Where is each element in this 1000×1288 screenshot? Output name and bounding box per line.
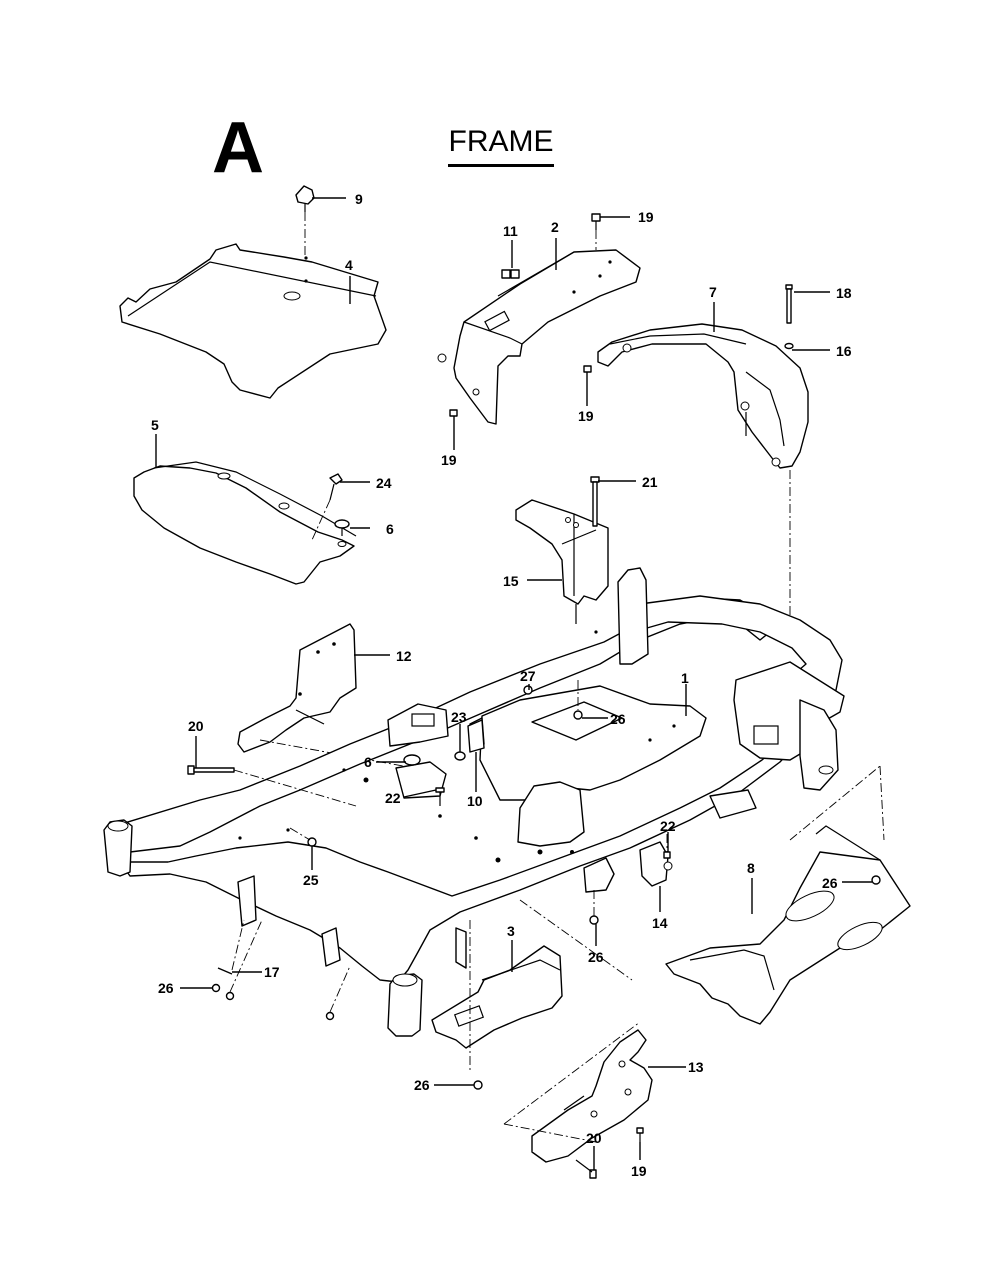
part-7-rops-hoop	[597, 323, 809, 469]
callout-26-mid: 26	[588, 949, 604, 965]
part-23-bumper	[454, 751, 466, 761]
callout-15: 15	[503, 573, 519, 589]
callout-2: 2	[551, 219, 559, 235]
callout-16: 16	[836, 343, 852, 359]
part-24-bolt	[311, 473, 343, 541]
part-4-floor-pan	[119, 243, 387, 399]
part-9-knob	[295, 185, 315, 256]
callout-19-mid: 19	[578, 408, 594, 424]
part-6-bumper-lower	[403, 754, 421, 766]
callout-6-lower: 6	[364, 754, 372, 770]
part-18-pin	[785, 284, 793, 324]
callout-20-lower: 20	[586, 1130, 602, 1146]
callout-24: 24	[376, 475, 392, 491]
callout-4: 4	[345, 257, 353, 273]
callout-13: 13	[688, 1059, 704, 1075]
callout-18: 18	[836, 285, 852, 301]
part-6-bumper-upper	[334, 519, 350, 536]
title-underline	[448, 164, 554, 167]
callout-19-top: 19	[638, 209, 654, 225]
part-15-bracket	[515, 499, 609, 624]
callout-10: 10	[467, 793, 483, 809]
callout-19-left: 19	[441, 452, 457, 468]
callout-12: 12	[396, 648, 412, 664]
callout-19-lower: 19	[631, 1163, 647, 1179]
callout-5: 5	[151, 417, 159, 433]
callout-21: 21	[642, 474, 658, 490]
callout-27: 27	[520, 668, 536, 684]
callout-9: 9	[355, 191, 363, 207]
callout-8: 8	[747, 860, 755, 876]
part-17-pin	[217, 919, 245, 975]
part-10-bracket	[467, 719, 485, 753]
callout-25: 25	[303, 872, 319, 888]
callout-22-right: 22	[660, 818, 676, 834]
part-8-skid-plate	[665, 825, 911, 1025]
part-26-nut-upper	[573, 680, 583, 720]
callout-22-left: 22	[385, 790, 401, 806]
callout-23: 23	[451, 709, 467, 725]
part-12-plate	[237, 623, 357, 753]
part-27-nut	[523, 685, 533, 695]
callout-14: 14	[652, 915, 668, 931]
callout-11: 11	[503, 223, 518, 239]
part-13-bracket	[531, 1029, 653, 1163]
page-title: FRAME	[448, 125, 554, 158]
callout-labels: 9 4 5 11 2 19 7 18 16 19 19 24 6 21 15 1…	[151, 191, 852, 1179]
part-19-screw-lower	[636, 1127, 644, 1142]
callout-7: 7	[709, 284, 717, 300]
callout-3: 3	[507, 923, 515, 939]
part-21-bolt	[590, 476, 600, 527]
part-20-bolt-left	[187, 765, 357, 807]
part-19-screw-left	[449, 409, 458, 417]
callout-17: 17	[264, 964, 280, 980]
callout-20-left: 20	[188, 718, 204, 734]
callout-26-lower: 26	[414, 1077, 430, 1093]
part-26-nut-mid	[589, 890, 599, 925]
part-20-bolt-lower	[575, 1159, 597, 1179]
part-1-main-frame	[103, 567, 845, 1037]
part-25-screw	[289, 827, 317, 847]
callout-26-right: 26	[822, 875, 838, 891]
part-22-bolt-left	[435, 787, 445, 806]
part-2-control-bracket	[437, 249, 641, 425]
part-26-nut-left	[211, 919, 351, 1021]
part-11-clips	[501, 240, 520, 279]
callout-26-left: 26	[158, 980, 174, 996]
part-3-plate	[431, 945, 563, 1049]
part-26-nut-lower	[473, 1080, 483, 1090]
part-22-bolt-right	[663, 834, 671, 859]
section-letter: A	[212, 108, 264, 188]
leader-lines	[155, 197, 872, 1170]
callout-1: 1	[681, 670, 689, 686]
part-16-washer	[784, 342, 794, 350]
callout-26-upper: 26	[610, 711, 626, 727]
part-5-seat-pan	[133, 461, 357, 585]
part-19-screw-top	[591, 213, 601, 250]
part-19-screw-mid	[583, 365, 592, 373]
callout-6-upper: 6	[386, 521, 394, 537]
